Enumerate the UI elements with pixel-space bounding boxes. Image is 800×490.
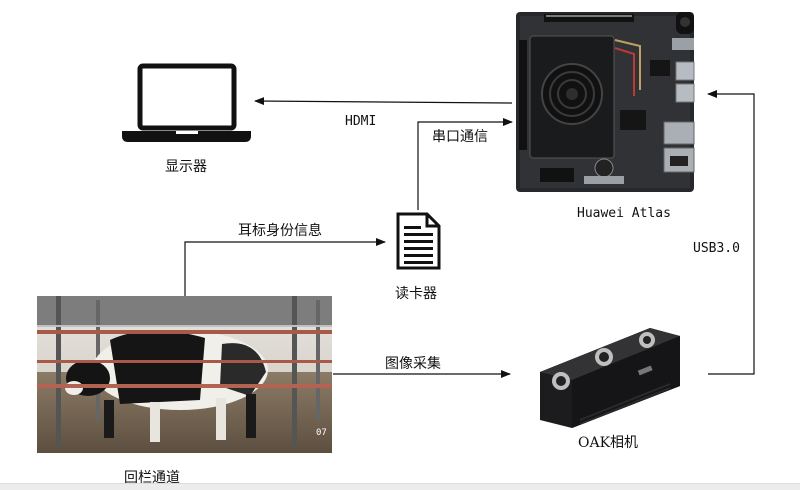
hdmi-label: HDMI (345, 114, 377, 129)
board-label: Huawei Atlas (577, 206, 671, 221)
capture-label: 图像采集 (385, 356, 441, 372)
ear-tag-label: 耳标身份信息 (238, 223, 322, 239)
display-label: 显示器 (165, 159, 207, 175)
pen-label: 回栏通道 (124, 470, 180, 486)
card-reader-label: 读卡器 (395, 286, 437, 302)
serial-connector (417, 118, 513, 210)
frame-number: 07 (316, 428, 327, 438)
usb-label: USB3.0 (693, 241, 740, 256)
ear-tag-connector (184, 238, 386, 296)
camera-label: OAK相机 (578, 435, 639, 451)
bottom-border (0, 483, 800, 490)
serial-label: 串口通信 (432, 129, 488, 145)
hdmi-connector (254, 97, 513, 106)
usb-connector (707, 90, 755, 375)
